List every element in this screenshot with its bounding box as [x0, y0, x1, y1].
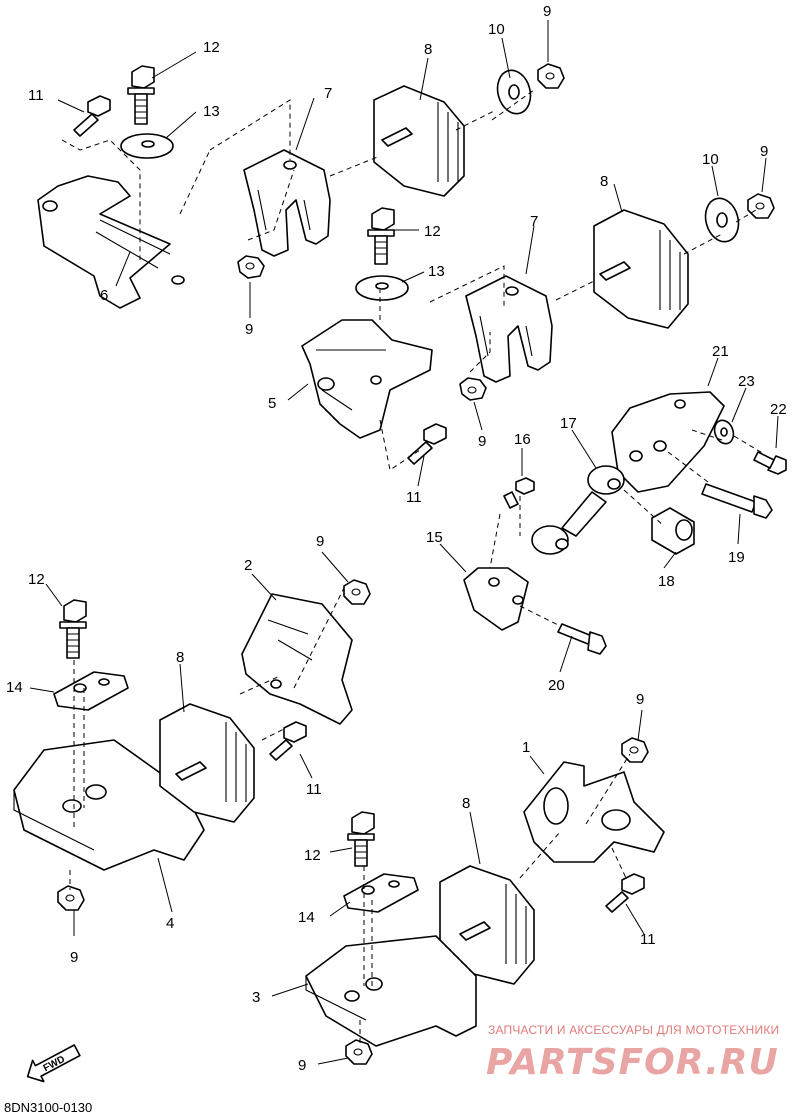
nut-part-9-h [345, 1039, 373, 1065]
bushing-part-18 [651, 507, 695, 555]
bracket-part-4 [13, 739, 205, 871]
callout-10: 10 [488, 21, 505, 38]
callout-4: 4 [166, 915, 174, 932]
callout-14: 14 [6, 679, 23, 696]
callout-11: 11 [640, 931, 656, 948]
callout-7: 7 [324, 85, 332, 102]
callout-10: 10 [702, 151, 719, 168]
nut-part-9-c [459, 377, 487, 401]
washer-part-23 [713, 419, 735, 445]
callout-9: 9 [478, 433, 486, 450]
bolt-part-12-d [347, 811, 375, 867]
callout-9: 9 [543, 3, 551, 20]
fwd-label: FWD [42, 1054, 67, 1074]
callout-5: 5 [268, 395, 276, 412]
callout-numbers: 12 11 13 7 8 10 9 6 9 12 13 7 8 10 9 5 9… [6, 3, 787, 1074]
nut-part-9-g [621, 737, 649, 763]
bolt-part-11-c [269, 721, 307, 761]
bracket-part-5 [301, 319, 433, 439]
bolt-part-19 [701, 483, 773, 519]
callout-18: 18 [658, 573, 675, 590]
bolt-part-12-b [367, 207, 395, 265]
callout-8: 8 [176, 649, 184, 666]
callout-21: 21 [712, 343, 729, 360]
callout-9: 9 [298, 1057, 306, 1074]
bolt-part-16 [503, 477, 535, 509]
callout-9: 9 [636, 691, 644, 708]
callout-3: 3 [252, 989, 260, 1006]
callout-7: 7 [530, 213, 538, 230]
plate-part-14-b [343, 873, 419, 913]
callout-9: 9 [760, 143, 768, 160]
bolt-part-22 [753, 451, 787, 475]
callout-1: 1 [522, 739, 530, 756]
callout-11: 11 [406, 489, 422, 506]
rubber-mount-part-8-c [159, 703, 255, 823]
bracket-part-6 [37, 175, 185, 309]
callout-8: 8 [424, 41, 432, 58]
bracket-part-7-b [465, 275, 553, 383]
callout-12: 12 [28, 571, 45, 588]
bolt-part-11-d [605, 873, 645, 913]
callout-9: 9 [245, 321, 253, 338]
callout-12: 12 [424, 223, 441, 240]
plate-part-21 [611, 391, 725, 493]
bracket-part-1 [523, 761, 665, 863]
nut-part-9-b [537, 63, 565, 89]
bolt-part-11-a [73, 95, 111, 137]
callout-22: 22 [770, 401, 787, 418]
callout-2: 2 [244, 557, 252, 574]
callout-8: 8 [462, 795, 470, 812]
bracket-part-2 [241, 593, 353, 725]
bolt-part-12-c [59, 599, 87, 659]
bracket-part-15 [463, 567, 529, 631]
callout-12: 12 [304, 847, 321, 864]
callout-11: 11 [28, 87, 44, 104]
washer-part-13-a [120, 133, 174, 159]
bracket-part-3 [305, 935, 477, 1047]
callout-11: 11 [306, 781, 322, 798]
nut-part-9-d [747, 193, 775, 219]
callout-20: 20 [548, 677, 565, 694]
callout-23: 23 [738, 373, 755, 390]
callout-17: 17 [560, 415, 577, 432]
rubber-mount-part-8-b [593, 209, 689, 329]
callout-19: 19 [728, 549, 745, 566]
leader-lines [29, 20, 779, 1065]
link-part-17 [531, 465, 625, 555]
rubber-mount-part-8-a [373, 85, 465, 197]
callout-13: 13 [203, 103, 220, 120]
callout-13: 13 [428, 263, 445, 280]
rubber-mount-part-8-d [439, 865, 535, 985]
nut-part-9-e [343, 579, 371, 605]
nut-part-9-f [57, 885, 85, 911]
plate-part-14-a [53, 671, 129, 711]
callout-9: 9 [316, 533, 324, 550]
bolt-part-20 [557, 623, 607, 655]
callout-14: 14 [298, 909, 315, 926]
diagram-code: 8DN3100-0130 [4, 1100, 92, 1115]
fwd-arrow-icon: FWD [26, 1044, 81, 1083]
washer-part-10-a [496, 69, 532, 115]
callout-16: 16 [514, 431, 531, 448]
washer-part-13-b [355, 275, 409, 301]
callout-12: 12 [203, 39, 220, 56]
callout-15: 15 [426, 529, 443, 546]
bolt-part-12-a [127, 65, 155, 125]
callout-9: 9 [70, 949, 78, 966]
watermark-logo: PARTSFOR.RU [486, 1042, 779, 1083]
nut-part-9-a [237, 255, 265, 279]
watermark-caption: ЗАПЧАСТИ И АКСЕССУАРЫ ДЛЯ МОТОТЕХНИКИ [488, 1023, 779, 1037]
bracket-part-7-a [243, 149, 331, 257]
bolt-part-11-b [407, 423, 447, 465]
callout-8: 8 [600, 173, 608, 190]
callout-6: 6 [100, 287, 108, 304]
washer-part-10-b [704, 197, 740, 243]
